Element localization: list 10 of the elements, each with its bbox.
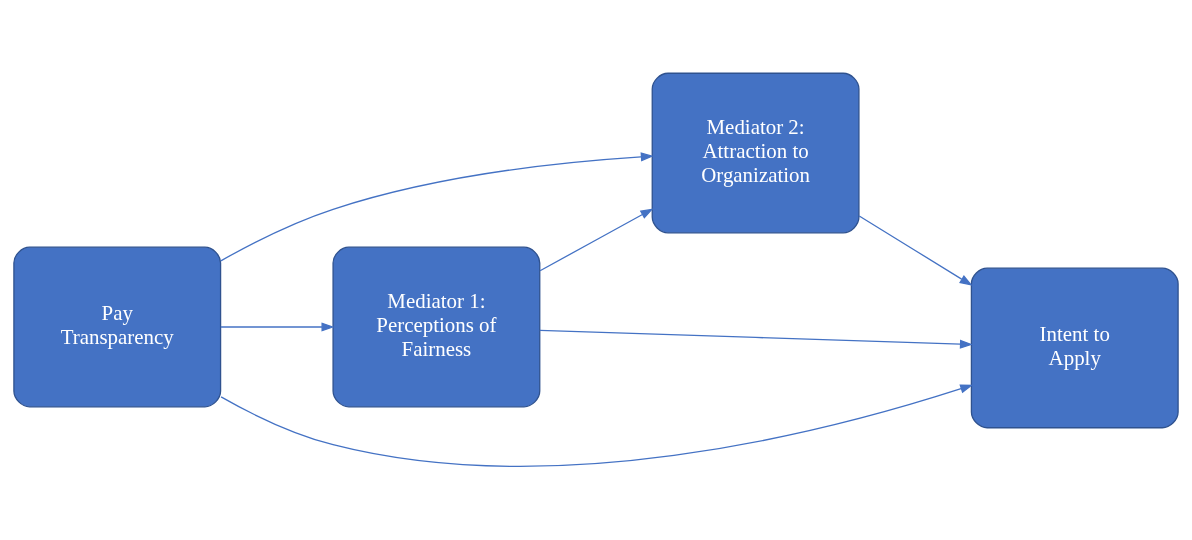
node-box: Mediator 1: Perceptions of Fairness	[332, 246, 541, 408]
arrow	[220, 322, 335, 332]
arrow	[858, 215, 973, 286]
node-box: Pay Transparency	[13, 246, 222, 408]
arrow	[220, 384, 974, 467]
arrow	[220, 152, 654, 262]
node-box: Mediator 2: Attraction to Organization	[651, 72, 860, 234]
node-box: Intent to Apply	[970, 267, 1179, 429]
arrow	[539, 208, 654, 272]
arrow	[539, 329, 974, 349]
